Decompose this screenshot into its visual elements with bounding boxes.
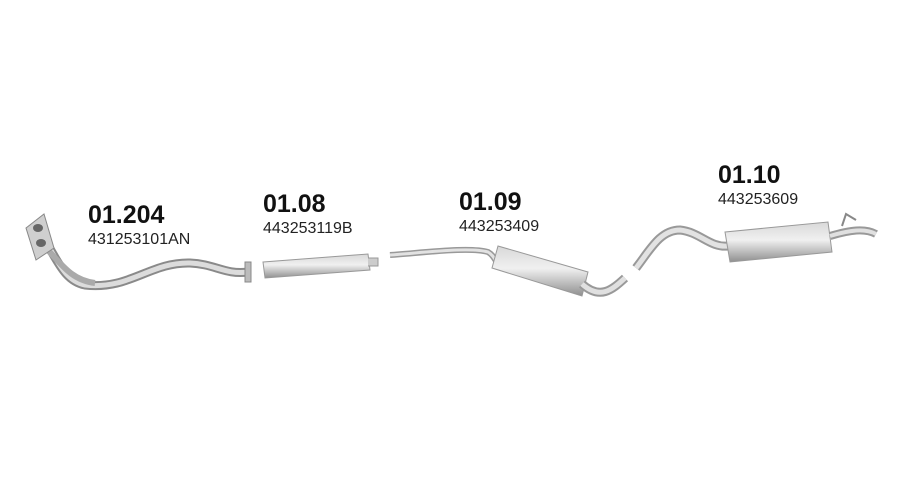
part-number: 01.09 xyxy=(459,188,522,216)
oem-number: 443253609 xyxy=(718,191,799,208)
oem-number: 443253409 xyxy=(459,218,540,235)
part-number: 01.08 xyxy=(263,190,326,218)
part-number: 01.204 xyxy=(88,201,165,229)
part-middle-silencer-image xyxy=(389,245,629,297)
part-front-pipe-image xyxy=(25,213,252,291)
oem-number: 443253119B xyxy=(263,220,353,237)
part-label-middle-silencer: 01.09 443253409 xyxy=(459,188,539,236)
part-label-front-pipe: 01.204 431253101AN xyxy=(88,201,190,249)
oem-number: 431253101AN xyxy=(88,231,191,248)
part-rear-silencer-image xyxy=(632,212,878,271)
part-label-rear-silencer: 01.10 443253609 xyxy=(718,161,798,209)
part-front-silencer-image xyxy=(262,253,379,279)
part-number: 01.10 xyxy=(718,161,781,189)
part-label-front-silencer: 01.08 443253119B xyxy=(263,190,353,238)
